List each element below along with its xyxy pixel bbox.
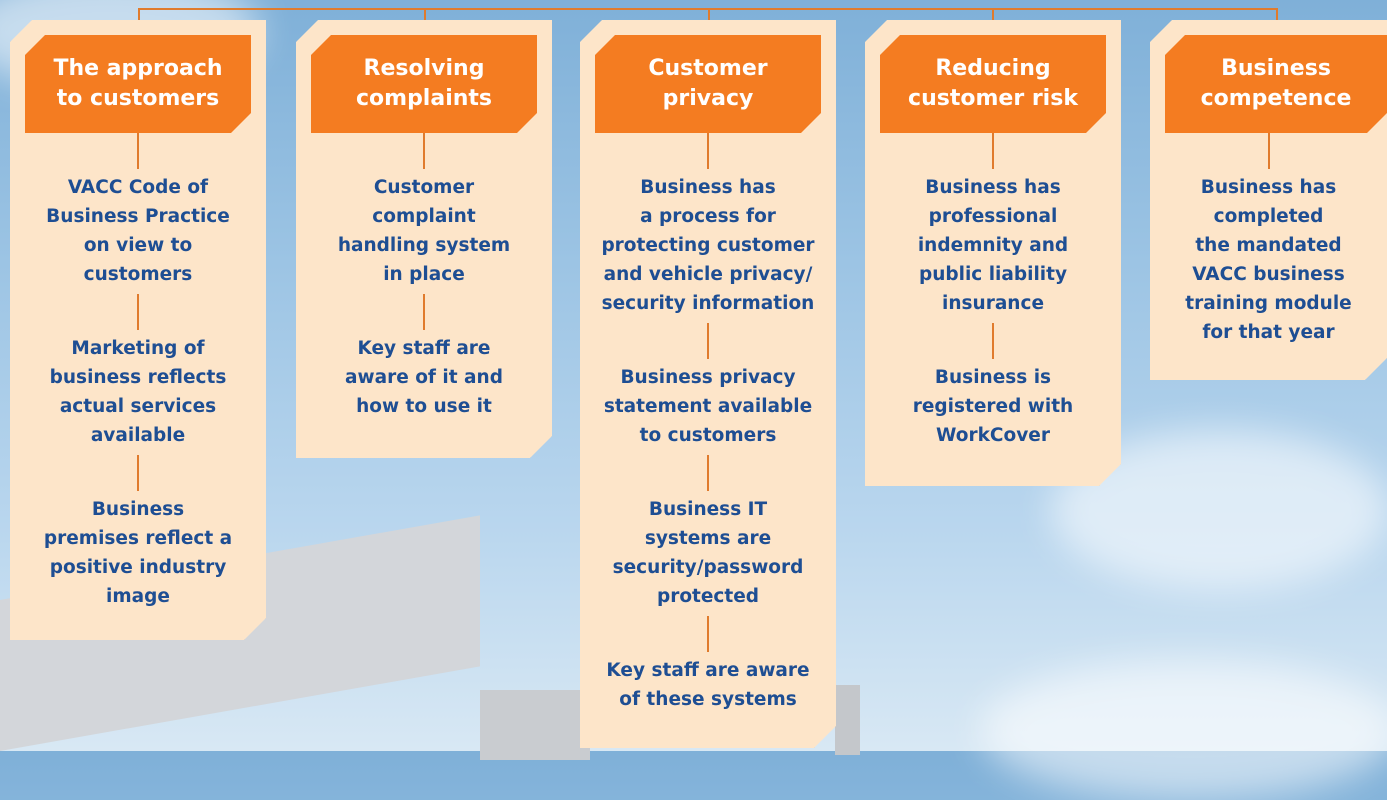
column-title: Resolving complaints	[355, 56, 493, 111]
connector	[707, 616, 709, 652]
connector	[992, 323, 994, 359]
list-item: Business has completed the mandated VACC…	[1185, 177, 1352, 343]
connector	[992, 133, 994, 169]
column-title: Customer privacy	[648, 56, 768, 111]
column-header: Reducing customer risk	[880, 35, 1106, 133]
background-building	[480, 690, 590, 760]
connector	[1268, 133, 1270, 169]
list-item: Business premises reflect a positive ind…	[43, 499, 233, 607]
column-title: Reducing customer risk	[908, 56, 1078, 111]
list-item: Key staff are aware of these systems	[606, 660, 810, 710]
column-card-risk: Reducing customer risk Business has prof…	[865, 20, 1121, 486]
column-card-competence: Business competence Business has complet…	[1150, 20, 1387, 380]
top-connector-line	[138, 8, 1277, 10]
column-card-complaints: Resolving complaints Customer complaint …	[296, 20, 552, 458]
column-header: Resolving complaints	[311, 35, 537, 133]
connector	[137, 294, 139, 330]
list-item: Business has professional indemnity and …	[917, 177, 1069, 314]
connector	[137, 455, 139, 491]
column-card-privacy: Customer privacy Business has a process …	[580, 20, 836, 748]
item-list: Business has professional indemnity and …	[865, 133, 1121, 455]
item-list: Customer complaint handling system in pl…	[296, 133, 552, 426]
list-item: Key staff are aware of it and how to use…	[345, 338, 503, 417]
list-item: VACC Code of Business Practice on view t…	[46, 177, 230, 285]
list-item: Marketing of business reflects actual se…	[49, 338, 227, 446]
connector	[137, 133, 139, 169]
column-title: Business competence	[1200, 56, 1352, 111]
column-header: The approach to customers	[25, 35, 251, 133]
connector	[707, 323, 709, 359]
item-list: VACC Code of Business Practice on view t…	[10, 133, 266, 616]
connector	[707, 455, 709, 491]
connector	[423, 133, 425, 169]
list-item: Business is registered with WorkCover	[912, 367, 1074, 446]
background-building	[835, 685, 860, 755]
connector	[423, 294, 425, 330]
list-item: Business privacy statement available to …	[603, 367, 813, 446]
list-item: Business IT systems are security/passwor…	[612, 499, 804, 607]
item-list: Business has completed the mandated VACC…	[1150, 133, 1387, 352]
column-title: The approach to customers	[53, 56, 223, 111]
list-item: Business has a process for protecting cu…	[601, 177, 815, 314]
list-item: Customer complaint handling system in pl…	[337, 177, 511, 285]
column-header: Business competence	[1165, 35, 1387, 133]
column-card-approach: The approach to customers VACC Code of B…	[10, 20, 266, 640]
background-cloud	[980, 660, 1387, 800]
item-list: Business has a process for protecting cu…	[580, 133, 836, 719]
connector	[707, 133, 709, 169]
column-header: Customer privacy	[595, 35, 821, 133]
